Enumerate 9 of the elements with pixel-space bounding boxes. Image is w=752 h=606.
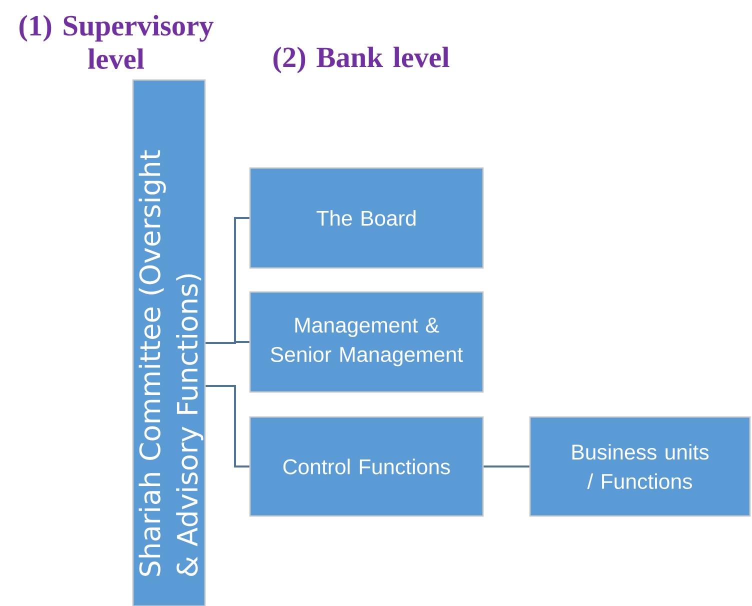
connector (206, 385, 250, 468)
connector (484, 466, 530, 468)
process-box: Business units / Functions (529, 416, 751, 517)
process-box: The Board (249, 167, 484, 269)
process-box: Control Functions (249, 416, 484, 517)
level-heading: (2) Bank level (274, 46, 450, 74)
process-box: Management & Senior Management (249, 291, 484, 393)
connector (206, 341, 250, 344)
vertical-box: Shariah Committee (Oversight & Advisory Functions) (132, 79, 206, 606)
